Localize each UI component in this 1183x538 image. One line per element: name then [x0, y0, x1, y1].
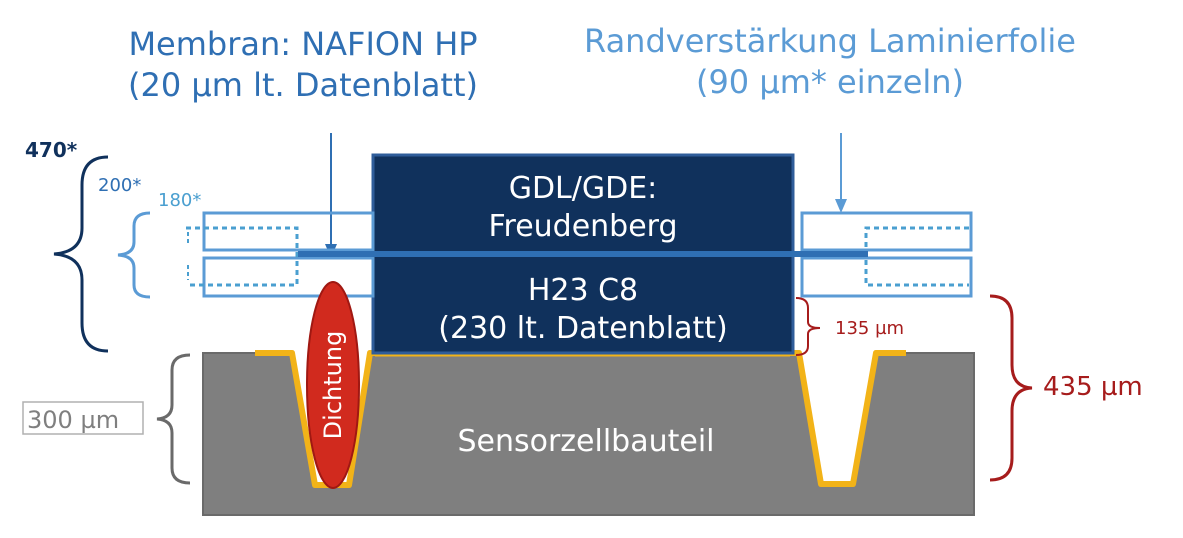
left-inner-dotted-laminate	[186, 226, 299, 287]
membrane-title: Membran: NAFION HP	[128, 25, 477, 63]
gdl-title: GDL/GDE:	[509, 171, 658, 206]
dimension-135: 135 µm	[835, 318, 904, 339]
edge-reinforcement-subtitle: (90 µm* einzeln)	[696, 63, 964, 101]
brace-435	[989, 294, 1033, 482]
brace-200	[117, 211, 151, 299]
right-lower-laminate	[800, 256, 973, 298]
gdl-thickness: (230 lt. Datenblatt)	[438, 311, 727, 346]
gdl-type: H23 C8	[528, 273, 638, 308]
gdl-manufacturer: Freudenberg	[488, 209, 677, 244]
right-upper-laminate	[800, 211, 973, 252]
dimension-180: 180*	[158, 190, 201, 211]
edge-reinforcement-title: Randverstärkung Laminierfolie	[584, 22, 1076, 60]
brace-135	[795, 297, 821, 356]
dimension-435: 435 µm	[1043, 372, 1143, 402]
membrane-arrow	[325, 133, 337, 258]
sensor-part-label: Sensorzellbauteil	[457, 424, 714, 459]
right-inner-dotted-laminate	[864, 226, 969, 287]
membrane-subtitle: (20 µm lt. Datenblatt)	[128, 66, 478, 104]
seal-ellipse	[306, 281, 360, 489]
dimension-300: 300 µm	[27, 406, 119, 434]
left-lower-laminate	[202, 256, 375, 298]
brace-300	[156, 353, 191, 485]
edge-reinforcement-arrow	[835, 133, 847, 213]
seal-label: Dichtung	[319, 331, 347, 440]
left-upper-laminate	[202, 211, 375, 252]
right-gold-coating	[790, 350, 906, 487]
dimension-300-box	[22, 401, 144, 435]
dimension-470: 470*	[25, 138, 78, 162]
brace-470	[53, 155, 109, 353]
dimension-200: 200*	[98, 175, 141, 196]
